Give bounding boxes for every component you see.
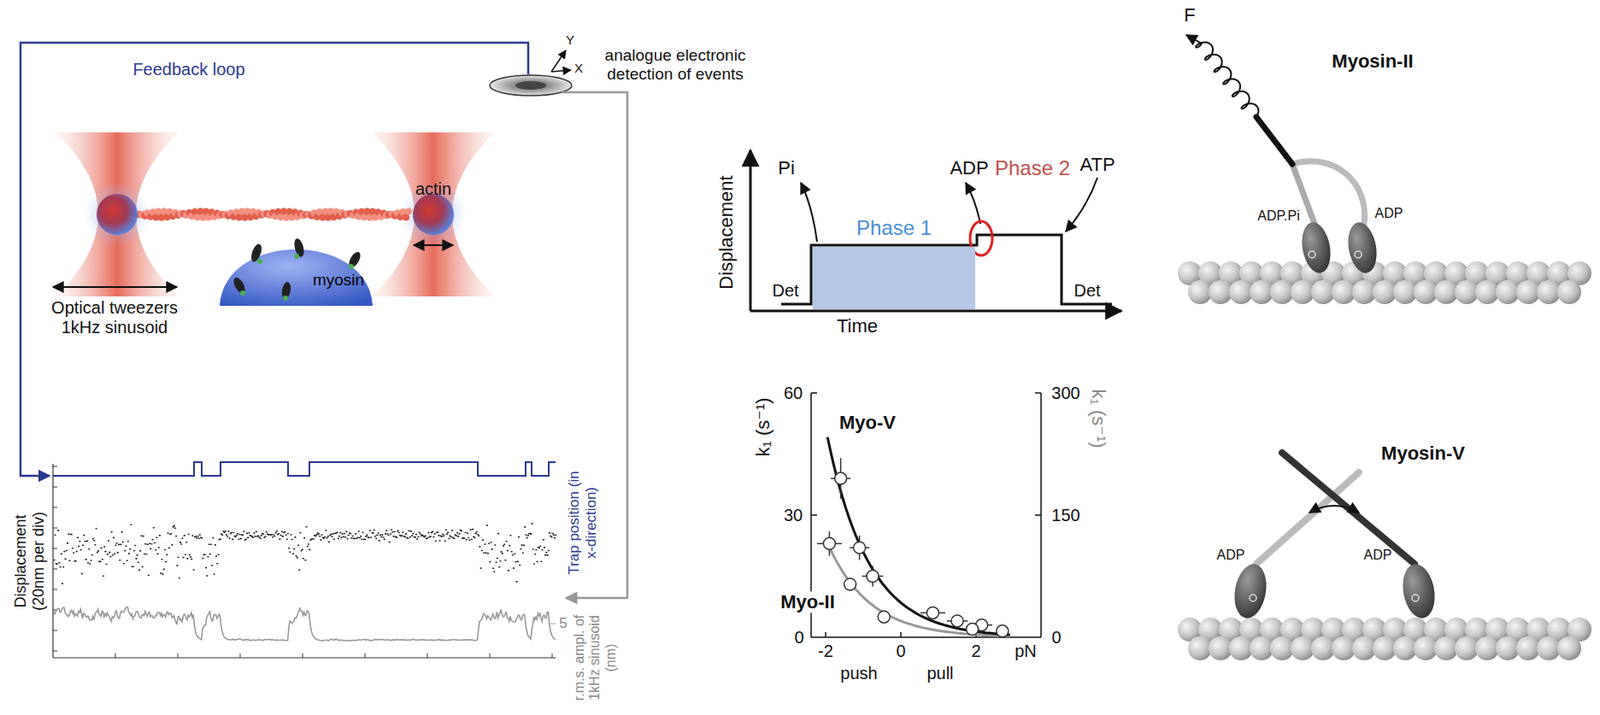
axis-title: k₁ (s⁻¹) (1087, 388, 1109, 448)
part-label: actin (415, 179, 452, 200)
tick-label: push (840, 664, 877, 684)
axis-title: Displacement (715, 175, 737, 289)
series-label: Myo-V (839, 411, 896, 434)
force-label: F (1183, 4, 1195, 26)
tick-label: 0 (1051, 628, 1061, 648)
series-label: Myo-II (778, 591, 837, 613)
state-label: Det (1073, 281, 1100, 301)
loop-label: Feedback loop (132, 59, 245, 80)
product-label: Pi (777, 157, 795, 179)
part-label: myosin (312, 270, 365, 290)
part-label: Optical tweezers 1kHz sinusoid (40, 298, 190, 338)
state-label: Det (771, 281, 799, 301)
phase-label: Phase 2 (994, 156, 1071, 181)
tick-label: 60 (783, 383, 803, 404)
panel-title: Myosin-V (1381, 442, 1465, 465)
axis-title: Time (836, 315, 878, 337)
tick-label: 150 (1051, 505, 1080, 526)
tick-label: 30 (783, 505, 803, 526)
axis-label: X (574, 60, 583, 76)
phase-label: Phase 1 (856, 216, 932, 241)
phase-box: Phase 1 (812, 247, 976, 310)
product-label: ATP (1079, 153, 1115, 176)
product-label: ADP (949, 157, 989, 179)
nucleotide-label: ADP (1217, 547, 1246, 564)
nucleotide-label: ADP.Pi (1257, 208, 1300, 224)
unit-label: pN (1014, 641, 1037, 662)
nucleotide-label: ADP (1375, 205, 1404, 222)
tick-label: -2 (817, 641, 834, 662)
tick-label: 0 (794, 628, 804, 648)
tick-label: 2 (970, 641, 981, 662)
tick-label: 5 (558, 615, 567, 633)
nucleotide-label: ADP (1364, 547, 1393, 564)
tick-label: pull (926, 664, 953, 684)
axis-title: Displacement (20nm per div) (11, 497, 48, 626)
panel-title: Myosin-II (1331, 50, 1413, 72)
tick-label: 0 (895, 641, 906, 662)
tick-label: 300 (1051, 383, 1080, 404)
axis-title: k₁ (s⁻¹) (752, 397, 774, 457)
axis-label: Y (565, 32, 575, 48)
axis-title: r.m.s. ampl. of 1kHz sinusoid (nm) (571, 606, 619, 710)
detector-label: analogue electronic detection of events (589, 46, 761, 84)
axis-title: Trap position (in x-direction) (565, 463, 600, 583)
